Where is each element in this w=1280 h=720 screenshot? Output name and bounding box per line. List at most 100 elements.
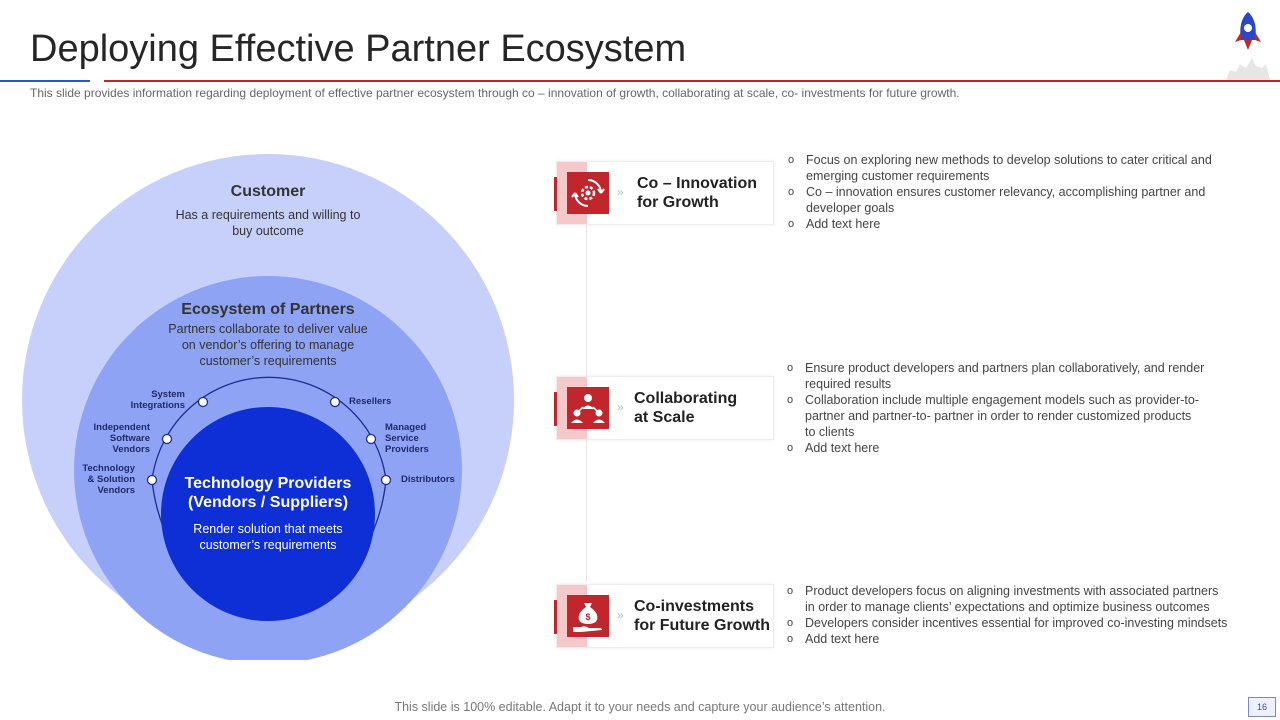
bullet-item: Add text here xyxy=(787,631,1272,647)
text-line: Technology Providers xyxy=(184,475,352,492)
chevron-right-icon: » xyxy=(617,608,624,622)
text-line: Ensure product developers and partners p… xyxy=(805,361,1205,375)
text-line: Software xyxy=(109,433,150,444)
bullet-item: Focus on exploring new methods to develo… xyxy=(788,152,1268,184)
partner-label-distributors: Distributors xyxy=(401,474,481,485)
text-line: for Growth xyxy=(637,194,719,211)
svg-text:$: $ xyxy=(585,612,590,622)
customer-desc: Has a requirements and willing to buy ou… xyxy=(118,207,418,239)
title-rule-accent xyxy=(0,80,90,82)
partner-node xyxy=(146,474,158,486)
partner-label-isv: Independent Software Vendors xyxy=(60,422,150,455)
partner-label-managed-services: Managed Service Providers xyxy=(385,422,465,455)
text-line: developer goals xyxy=(806,201,895,215)
bullet-item: Collaboration include multiple engagemen… xyxy=(787,392,1267,440)
text-line: Collaborating xyxy=(634,390,738,407)
bullet-item: Developers consider incentives essential… xyxy=(787,615,1272,631)
text-line: Co-investments xyxy=(634,598,755,615)
bullet-item: Add text here xyxy=(787,440,1267,456)
strategy-bullets-co-innovation: Focus on exploring new methods to develo… xyxy=(788,152,1268,232)
text-line: customer’s requirements xyxy=(199,354,337,368)
text-line: Co – innovation ensures customer relevan… xyxy=(806,185,1206,199)
text-line: Add text here xyxy=(805,441,880,455)
rocket-icon xyxy=(1226,12,1270,80)
icon-box xyxy=(567,172,609,214)
team-collaboration-icon xyxy=(571,394,605,423)
text-line: Has a requirements and willing to xyxy=(175,208,361,222)
text-line: Providers xyxy=(385,444,429,455)
providers-desc: Render solution that meets customer’s re… xyxy=(168,521,368,553)
strategy-title: Co – Innovation for Growth xyxy=(637,174,757,212)
gear-cycle-icon xyxy=(571,179,605,207)
text-line: at Scale xyxy=(634,409,695,426)
text-line: Technology xyxy=(82,463,135,474)
text-line: partner and partner-to- partner in order… xyxy=(805,409,1192,423)
strategy-title: Collaborating at Scale xyxy=(634,389,737,427)
partners-block: Ecosystem of Partners Partners collabora… xyxy=(118,301,418,369)
partner-node xyxy=(329,396,341,408)
text-line: Service xyxy=(385,433,419,444)
providers-circle xyxy=(161,407,375,621)
partner-node xyxy=(365,433,377,445)
strategy-bullets-collaborating: Ensure product developers and partners p… xyxy=(787,360,1267,456)
money-bag-hand-icon: $ xyxy=(573,603,602,632)
text-line: Add text here xyxy=(806,217,881,231)
bullet-item: Product developers focus on aligning inv… xyxy=(787,583,1272,615)
text-line: customer’s requirements xyxy=(199,538,337,552)
text-line: on vendor’s offering to manage xyxy=(181,338,355,352)
text-line: Independent xyxy=(93,422,150,433)
footer-note: This slide is 100% editable. Adapt it to… xyxy=(394,700,886,714)
text-line: Focus on exploring new methods to develo… xyxy=(806,153,1212,167)
providers-title: Technology Providers (Vendors / Supplier… xyxy=(168,474,368,512)
text-line: Vendors xyxy=(97,485,136,496)
text-line: buy outcome xyxy=(232,224,304,238)
text-line: in order to manage clients’ expectations… xyxy=(805,600,1210,614)
partner-node xyxy=(197,396,209,408)
title-rule xyxy=(104,80,1280,82)
partner-arc-top xyxy=(151,376,387,481)
text-line: required results xyxy=(805,377,892,391)
text-line: emerging customer requirements xyxy=(806,169,990,183)
chevron-right-icon: » xyxy=(617,400,624,414)
partner-node xyxy=(161,433,173,445)
text-line: Co – Innovation xyxy=(637,175,757,192)
text-line: Add text here xyxy=(805,632,880,646)
card-stripe xyxy=(554,392,557,426)
bullet-item: Ensure product developers and partners p… xyxy=(787,360,1267,392)
partners-desc: Partners collaborate to deliver value on… xyxy=(118,321,418,369)
text-line: Partners collaborate to deliver value xyxy=(168,322,368,336)
customer-title: Customer xyxy=(230,183,306,200)
chevron-right-icon: » xyxy=(617,185,624,199)
text-line: for Future Growth xyxy=(634,617,770,634)
text-line: Render solution that meets xyxy=(193,522,343,536)
text-line: (Vendors / Suppliers) xyxy=(187,494,349,511)
strategy-card-co-innovation: » Co – Innovation for Growth xyxy=(554,161,774,225)
text-line: System xyxy=(151,389,185,400)
page-subtitle: This slide provides information regardin… xyxy=(30,86,960,100)
bullet-item: Co – innovation ensures customer relevan… xyxy=(788,184,1268,216)
page-title: Deploying Effective Partner Ecosystem xyxy=(30,28,687,70)
text-line: & Solution xyxy=(87,474,136,485)
page-number: 16 xyxy=(1248,697,1276,717)
text-line: Collaboration include multiple engagemen… xyxy=(805,393,1199,407)
icon-box: $ xyxy=(567,595,609,637)
icon-box xyxy=(567,387,609,429)
strategy-card-co-investments: $ » Co-investments for Future Growth xyxy=(554,584,774,648)
text-line: Distributors xyxy=(401,474,455,485)
customer-block: Customer Has a requirements and willing … xyxy=(118,183,418,239)
partner-node xyxy=(380,474,392,486)
text-line: Integrations xyxy=(130,400,185,411)
text-line: to clients xyxy=(805,425,855,439)
text-line: Product developers focus on aligning inv… xyxy=(805,584,1219,598)
partners-title: Ecosystem of Partners xyxy=(181,301,355,318)
strategy-card-collaborating: » Collaborating at Scale xyxy=(554,376,774,440)
card-stripe xyxy=(554,177,557,211)
text-line: Developers consider incentives essential… xyxy=(805,616,1228,630)
providers-block: Technology Providers (Vendors / Supplier… xyxy=(168,474,368,553)
text-line: Managed xyxy=(385,422,427,433)
partner-label-resellers: Resellers xyxy=(349,396,429,407)
bullet-item: Add text here xyxy=(788,216,1268,232)
partner-label-tech-solution: Technology & Solution Vendors xyxy=(50,463,135,496)
partner-label-system-integrations: System Integrations xyxy=(100,389,185,411)
strategy-title: Co-investments for Future Growth xyxy=(634,597,770,635)
